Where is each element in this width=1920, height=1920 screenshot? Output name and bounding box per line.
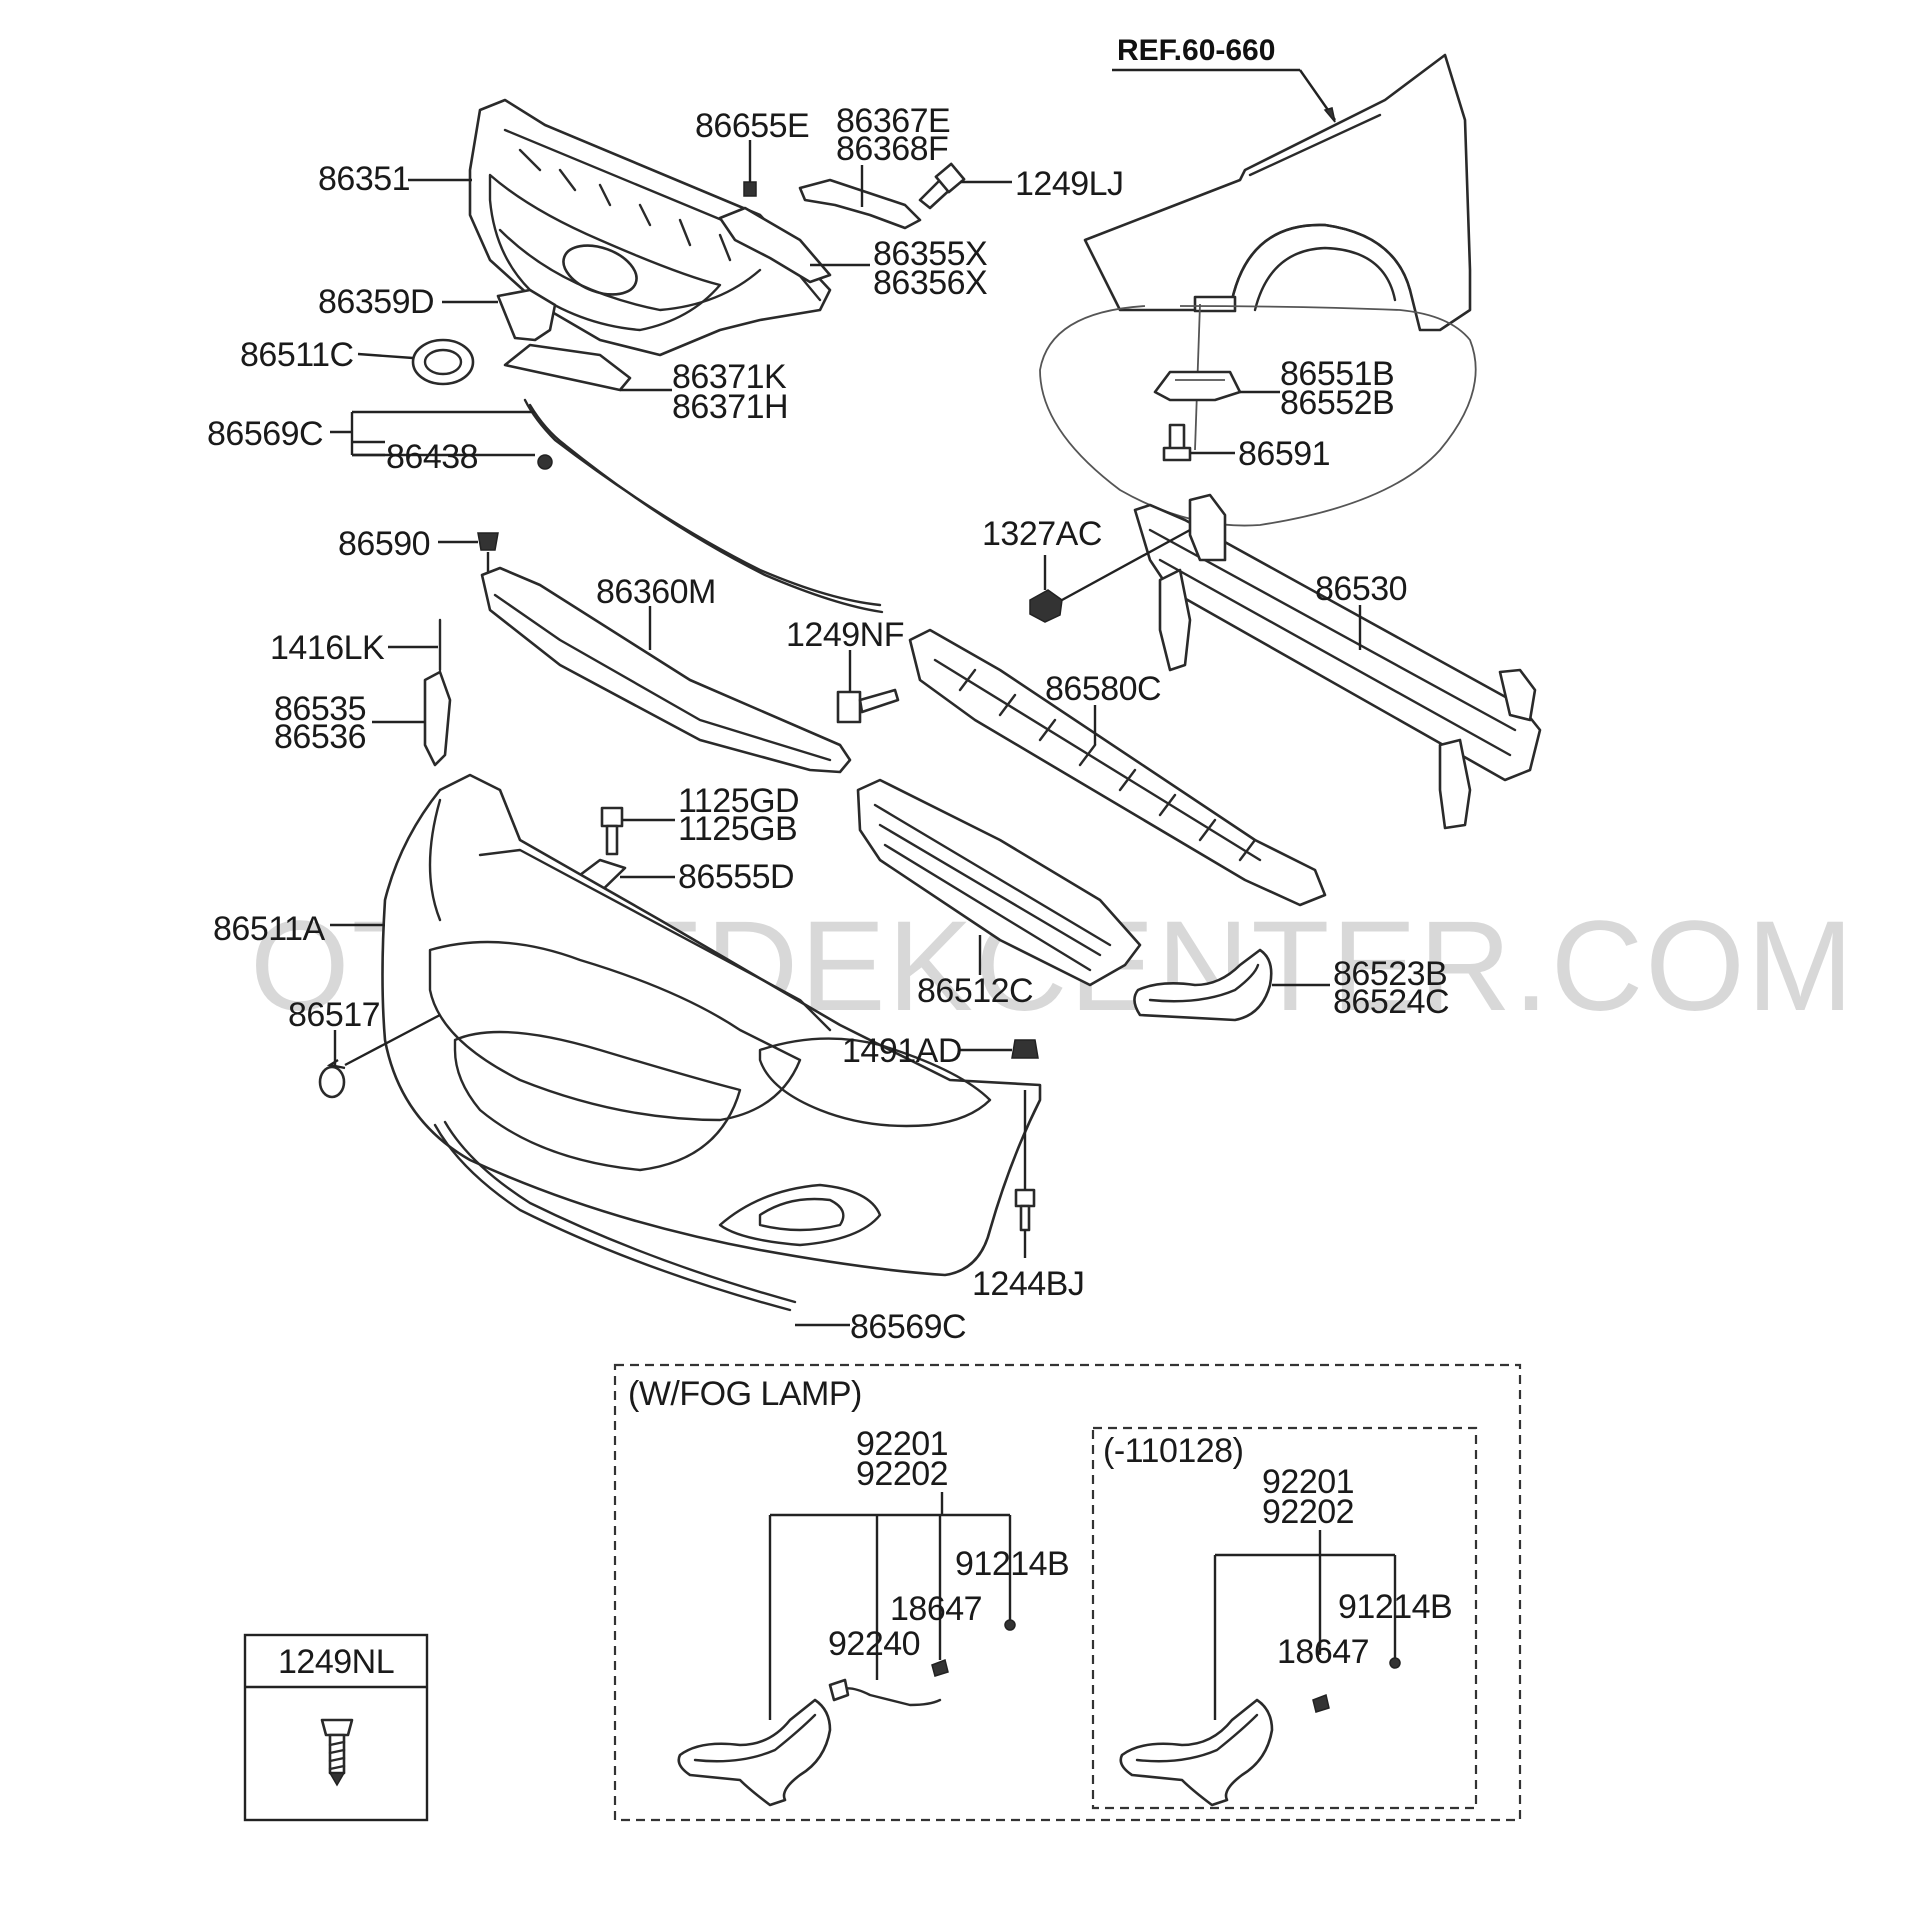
lower-grille-86512C-part xyxy=(856,778,1142,987)
fender-bracket-part xyxy=(1153,370,1242,402)
nut-1327AC-part xyxy=(1029,589,1063,623)
label-86580C: 86580C xyxy=(1045,670,1161,708)
fog-lamp-inner-box-title: (-110128) xyxy=(1103,1432,1243,1470)
fog-bezel-86523B-part xyxy=(1133,948,1273,1022)
label-86511A: 86511A xyxy=(213,910,326,948)
clip-1491AD-part xyxy=(1011,1039,1039,1059)
label-86569C-top: 86569C xyxy=(207,415,323,453)
label-92202-b: 92202 xyxy=(1262,1493,1354,1531)
bolt-1244BJ-part xyxy=(1014,1188,1036,1232)
label-1327AC: 1327AC xyxy=(982,515,1102,553)
fog-lamp-box-title: (W/FOG LAMP) xyxy=(628,1375,862,1413)
label-86359D: 86359D xyxy=(318,283,434,321)
bumper-beam-86530-part xyxy=(1133,493,1542,830)
label-86523B: 86523B xyxy=(1333,955,1447,993)
front-bumper-86511A-part xyxy=(381,773,1042,1277)
label-92201-b: 92201 xyxy=(1262,1463,1354,1501)
label-92201-a: 92201 xyxy=(856,1425,948,1463)
fender-part xyxy=(1083,53,1472,332)
bracket-86535-part xyxy=(423,670,452,767)
detail-callout-ellipse xyxy=(1039,305,1477,527)
bracket-86355X-part xyxy=(718,206,832,284)
label-86530: 86530 xyxy=(1315,570,1407,608)
label-18647-b: 18647 xyxy=(1277,1633,1369,1671)
fog-lamp-inner-box xyxy=(1091,1426,1478,1810)
label-86511C: 86511C xyxy=(240,336,354,374)
label-86569C-bottom: 86569C xyxy=(850,1308,966,1346)
clip-18647-b-part xyxy=(1312,1693,1330,1713)
label-86552B: 86552B xyxy=(1280,384,1394,422)
label-1491AD: 1491AD xyxy=(842,1032,962,1070)
bolt-1249LJ-part xyxy=(918,162,966,210)
clip-86438-part xyxy=(537,454,553,470)
label-86536: 86536 xyxy=(274,718,366,756)
molding-86371K-part xyxy=(503,343,632,392)
fog-lamp-bezel-a-part xyxy=(677,1698,832,1807)
screw-box-title: 1249NL xyxy=(278,1643,394,1681)
screw-1249NL-icon xyxy=(320,1718,354,1787)
label-86591: 86591 xyxy=(1238,435,1330,473)
label-92240: 92240 xyxy=(828,1625,920,1663)
label-1125GD: 1125GD xyxy=(678,782,799,820)
wiring-92240-part xyxy=(838,1687,942,1707)
label-18647-a: 18647 xyxy=(890,1590,982,1628)
screw-box xyxy=(243,1633,429,1822)
label-86512C: 86512C xyxy=(917,972,1033,1010)
clip-86655E-part xyxy=(743,181,757,197)
label-86438: 86438 xyxy=(386,438,478,476)
label-1244BJ: 1244BJ xyxy=(972,1265,1084,1303)
label-86351: 86351 xyxy=(318,160,410,198)
strip-86569C-top-part xyxy=(523,398,882,607)
emblem-base-86359D-part xyxy=(496,288,557,342)
screw-86591-part xyxy=(1162,423,1192,462)
label-86367E: 86367E xyxy=(836,102,950,140)
label-86355X: 86355X xyxy=(873,235,987,273)
label-91214B-b: 91214B xyxy=(1338,1588,1452,1626)
absorber-86580C-part xyxy=(908,628,1327,907)
label-1249NF: 1249NF xyxy=(786,616,904,654)
emblem-86511C-part xyxy=(411,338,475,386)
fog-lamp-box xyxy=(613,1363,1522,1822)
screw-91214B-b-part xyxy=(1389,1657,1401,1669)
label-91214B-a: 91214B xyxy=(955,1545,1069,1583)
bolt-1249NF-part xyxy=(836,688,900,724)
label-86555D: 86555D xyxy=(678,858,794,896)
label-1249LJ: 1249LJ xyxy=(1015,165,1124,203)
tow-cap-86517-part xyxy=(318,1065,346,1099)
label-86360M: 86360M xyxy=(596,573,716,611)
clip-86590-part xyxy=(477,532,499,551)
label-86655E: 86655E xyxy=(695,107,809,145)
bolt-1125GD-part xyxy=(600,806,624,856)
label-86356X: 86356X xyxy=(873,264,987,302)
label-86551B: 86551B xyxy=(1280,355,1394,393)
clip-18647-a-part xyxy=(931,1658,949,1677)
strip-86569C-bottom-part xyxy=(433,1123,792,1312)
label-1416LK: 1416LK xyxy=(270,629,385,667)
label-86517: 86517 xyxy=(288,996,380,1034)
ref-label: REF.60-660 xyxy=(1117,34,1275,67)
label-86371K: 86371K xyxy=(672,358,787,396)
label-92202-a: 92202 xyxy=(856,1455,948,1493)
label-86371H: 86371H xyxy=(672,388,788,426)
fog-lamp-bezel-b-part xyxy=(1119,1698,1274,1807)
upper-cover-86360M-part xyxy=(480,566,852,774)
label-86524C: 86524C xyxy=(1333,983,1449,1021)
label-86368F: 86368F xyxy=(836,130,948,168)
label-1125GB: 1125GB xyxy=(678,810,797,848)
label-86590: 86590 xyxy=(338,525,430,563)
screw-91214B-a-part xyxy=(1004,1619,1016,1631)
label-86535: 86535 xyxy=(274,690,366,728)
bracket-86367E-part xyxy=(798,178,922,230)
